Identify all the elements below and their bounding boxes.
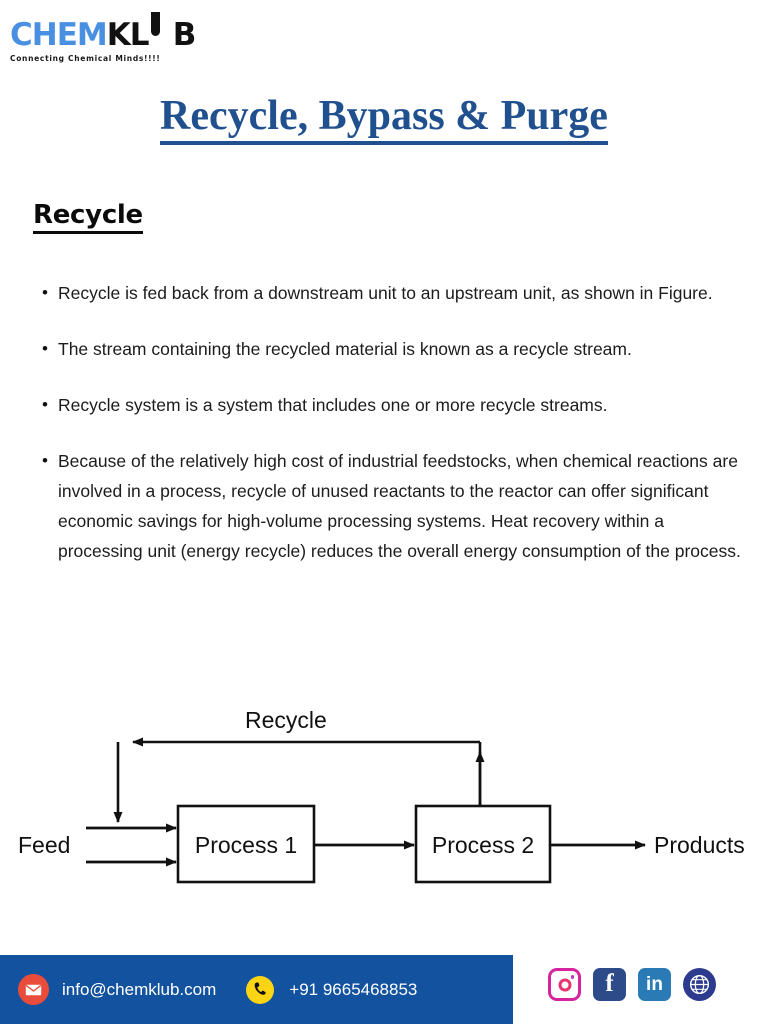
logo-text-chem: CHEM (10, 17, 108, 53)
social-links: f in (548, 968, 716, 1001)
bullet-marker-icon: • (42, 395, 48, 414)
process-1-label: Process 1 (195, 832, 297, 858)
footer-phone-text[interactable]: +91 9665468853 (289, 979, 418, 999)
footer-contact-bar: info@chemklub.com +91 9665468853 (0, 955, 513, 1024)
list-item-text: The stream containing the recycled mater… (58, 339, 632, 359)
process-1-box (176, 804, 316, 884)
diagram-feed-label: Feed (18, 832, 70, 858)
list-item: • Recycle system is a system that includ… (42, 390, 742, 420)
linkedin-icon[interactable]: in (638, 968, 671, 1001)
logo-tagline: Connecting Chemical Minds!!!! (10, 54, 161, 63)
list-item: • The stream containing the recycled mat… (42, 334, 742, 364)
list-item: • Because of the relatively high cost of… (42, 446, 742, 566)
logo-text-kl: KL (106, 17, 150, 53)
footer-email-text[interactable]: info@chemklub.com (62, 979, 217, 999)
section-heading-text: Recycle (33, 200, 143, 234)
process-2-label: Process 2 (432, 832, 534, 858)
bullet-list: • Recycle is fed back from a downstream … (42, 278, 742, 592)
list-item-text: Recycle system is a system that includes… (58, 395, 608, 415)
bullet-marker-icon: • (42, 283, 48, 302)
phone-handset-icon[interactable] (246, 975, 275, 1004)
logo-text-u-flask: U (149, 12, 173, 52)
logo-text-b: B (172, 17, 197, 53)
flask-icon (150, 12, 160, 36)
list-item-text: Recycle is fed back from a downstream un… (58, 283, 713, 303)
recycle-flow-diagram: Recycle Feed Process 1 Process 2 Product… (0, 690, 768, 905)
diagram-products-label: Products (654, 832, 745, 858)
page-title: Recycle, Bypass & Purge (0, 92, 768, 145)
brand-logo: CHEMKLUB Connecting Chemical Minds!!!! (10, 12, 210, 74)
logo-wordmark: CHEMKLUB (10, 12, 210, 53)
diagram-recycle-label: Recycle (245, 707, 327, 733)
bullet-marker-icon: • (42, 451, 48, 470)
page-title-text: Recycle, Bypass & Purge (160, 93, 608, 145)
instagram-icon[interactable] (548, 968, 581, 1001)
list-item-text: Because of the relatively high cost of i… (58, 451, 741, 561)
bullet-marker-icon: • (42, 339, 48, 358)
process-2-box (414, 804, 552, 884)
section-heading: Recycle (33, 200, 143, 234)
envelope-icon[interactable] (18, 974, 49, 1005)
facebook-icon[interactable]: f (593, 968, 626, 1001)
list-item: • Recycle is fed back from a downstream … (42, 278, 742, 308)
website-globe-icon[interactable] (683, 968, 716, 1001)
